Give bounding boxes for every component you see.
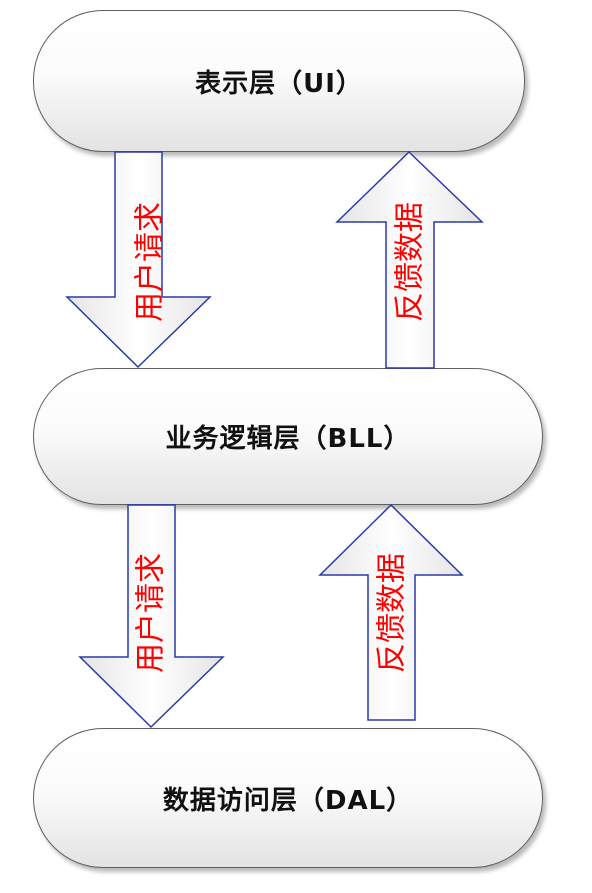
request-label-1: 用户请求 xyxy=(133,202,168,322)
up-arrow-icon xyxy=(318,503,464,721)
data-access-layer-box: 数据访问层（DAL） xyxy=(33,728,543,868)
up-arrow-icon xyxy=(335,150,484,369)
down-arrow-icon xyxy=(78,504,225,729)
presentation-layer-box: 表示层（UI） xyxy=(33,10,525,152)
feedback-label-1: 反馈数据 xyxy=(393,202,428,322)
request-label-2: 用户请求 xyxy=(134,553,169,673)
business-logic-layer-label: 业务逻辑层（BLL） xyxy=(165,424,411,454)
feedback-arrow-bll-to-ui: 反馈数据 xyxy=(335,150,484,369)
feedback-label-2: 反馈数据 xyxy=(375,553,410,673)
request-arrow-ui-to-bll: 用户请求 xyxy=(65,151,212,369)
down-arrow-icon xyxy=(65,151,212,369)
feedback-arrow-dal-to-bll: 反馈数据 xyxy=(318,503,464,721)
data-access-layer-label: 数据访问层（DAL） xyxy=(162,785,414,816)
presentation-layer-label: 表示层（UI） xyxy=(195,68,363,99)
request-arrow-bll-to-dal: 用户请求 xyxy=(78,504,225,729)
business-logic-layer-box: 业务逻辑层（BLL） xyxy=(33,368,543,505)
